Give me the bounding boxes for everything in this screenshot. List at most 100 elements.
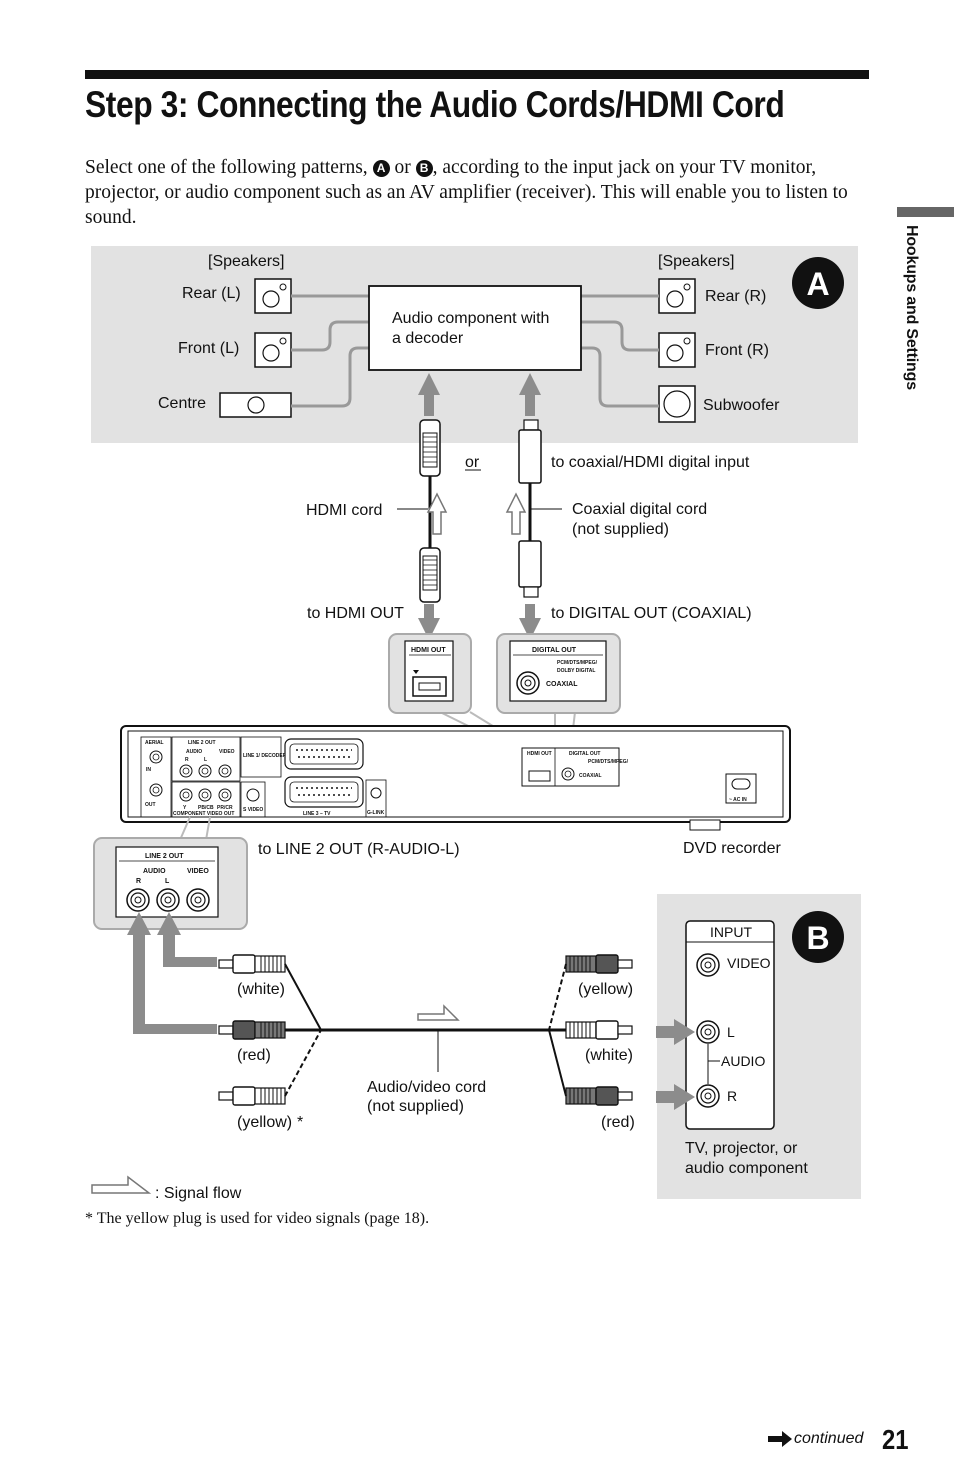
av-cord-wires: [284, 963, 567, 1097]
rear-right-label: Rear (R): [705, 288, 766, 305]
rear-left-speaker-icon: [254, 278, 292, 314]
svg-text:HDMI OUT: HDMI OUT: [527, 751, 552, 757]
svg-text:AERIAL: AERIAL: [145, 740, 164, 746]
tv-video-jack-icon: [696, 953, 720, 977]
tv-l-label: L: [727, 1024, 735, 1040]
coaxial-cord-line2: (not supplied): [572, 521, 669, 538]
page-title: Step 3: Connecting the Audio Cords/HDMI …: [85, 84, 785, 125]
intro-text-1: Select one of the following patterns,: [85, 157, 373, 178]
left-yellow-plug-icon: [218, 1086, 286, 1106]
yellow-asterisk: *: [297, 1114, 303, 1131]
svg-text:AUDIO: AUDIO: [186, 749, 202, 755]
coaxial-cord-icon: [518, 419, 542, 598]
pattern-a-marker: [792, 257, 844, 309]
pattern-b-letter: B: [806, 920, 829, 956]
coaxial-jack-icon: [516, 671, 540, 695]
to-hdmi-out-label: to HDMI OUT: [307, 605, 404, 622]
svg-text:G-LINK: G-LINK: [367, 810, 385, 816]
pattern-b-badge: B: [415, 160, 433, 177]
svg-text:LINE 2 OUT: LINE 2 OUT: [188, 740, 216, 746]
tv-video-label: VIDEO: [727, 955, 771, 971]
front-right-speaker-icon: [658, 332, 696, 368]
svg-text:PB/CB: PB/CB: [198, 805, 214, 811]
coaxial-flow-arrow: [505, 492, 527, 535]
intro-paragraph: Select one of the following patterns, A …: [85, 155, 875, 230]
signal-flow-legend-label: : Signal flow: [155, 1185, 242, 1202]
hdmi-cord-label: HDMI cord: [306, 502, 382, 519]
hdmi-out-jack-label: HDMI OUT: [411, 647, 446, 654]
continued-label: continued: [794, 1430, 864, 1447]
subwoofer-icon: [658, 385, 696, 423]
front-left-speaker-icon: [254, 332, 292, 368]
rear-right-speaker-icon: [658, 278, 696, 314]
tv-device-line2: audio component: [685, 1160, 808, 1177]
speakers-right-label: [Speakers]: [658, 253, 734, 270]
line2-callout-video: VIDEO: [187, 868, 209, 875]
tv-r-label: R: [727, 1088, 737, 1104]
left-white-label: (white): [237, 981, 285, 998]
left-red-plug-icon: [218, 1020, 286, 1040]
coaxial-jack-label: COAXIAL: [546, 681, 578, 688]
av-cord-line2: (not supplied): [367, 1098, 464, 1115]
right-red-plug-icon: [565, 1086, 633, 1106]
coaxial-cord-line1: Coaxial digital cord: [572, 501, 707, 518]
svg-text:COAXIAL: COAXIAL: [579, 773, 602, 779]
svg-text:~ AC IN: ~ AC IN: [729, 797, 747, 803]
line2-signal-arrows: [127, 912, 217, 1034]
signal-flow-legend-icon: [91, 1175, 152, 1194]
svg-text:VIDEO: VIDEO: [219, 749, 235, 755]
svg-text:OUT: OUT: [145, 802, 156, 808]
digital-out-jack-label: DIGITAL OUT: [532, 647, 577, 654]
speakers-left-label: [Speakers]: [208, 253, 284, 270]
to-digital-out-label: to DIGITAL OUT (COAXIAL): [551, 605, 752, 622]
right-yellow-label: (yellow): [578, 981, 633, 998]
line2-audio-l-jack-icon: [156, 888, 180, 912]
left-white-plug-icon: [218, 954, 286, 974]
signal-arrows-down: [418, 604, 541, 640]
digital-formats-line1: PCM/DTS/MPEG/: [557, 660, 598, 666]
pattern-a-letter: A: [806, 266, 829, 302]
hdmi-flow-arrow: [426, 492, 448, 535]
input-label: INPUT: [710, 924, 752, 940]
right-yellow-plug-icon: [565, 954, 633, 974]
svg-text:COMPONENT VIDEO OUT: COMPONENT VIDEO OUT: [173, 811, 234, 817]
left-yellow-label: (yellow): [237, 1114, 292, 1131]
svg-text:DIGITAL OUT: DIGITAL OUT: [569, 751, 600, 757]
line2-callout-r: R: [136, 878, 141, 885]
pattern-b-marker: [792, 911, 844, 963]
hdmi-port-icon: [412, 676, 447, 697]
svg-text:PR/CR: PR/CR: [217, 805, 233, 811]
front-left-label: Front (L): [178, 340, 239, 357]
left-red-label: (red): [237, 1047, 271, 1064]
pattern-a-badge: A: [372, 160, 390, 177]
centre-label: Centre: [158, 395, 206, 412]
line2-callout-l: L: [165, 878, 170, 885]
right-red-label: (red): [601, 1114, 635, 1131]
page-number: 21: [882, 1424, 909, 1455]
svg-text:LINE 1/ DECODER: LINE 1/ DECODER: [243, 753, 287, 759]
tv-audio-r-jack-icon: [696, 1084, 720, 1108]
svg-text:S VIDEO: S VIDEO: [243, 807, 263, 813]
intro-or: or: [389, 157, 416, 178]
svg-text:PCM/DTS/MPEG/: PCM/DTS/MPEG/: [588, 759, 629, 765]
subwoofer-label: Subwoofer: [703, 397, 780, 414]
line2-callout-audio: AUDIO: [143, 868, 166, 875]
rear-left-label: Rear (L): [182, 285, 241, 302]
svg-text:Y: Y: [183, 805, 187, 811]
front-right-label: Front (R): [705, 342, 769, 359]
yellow-plug-footnote: * The yellow plug is used for video sign…: [85, 1210, 430, 1227]
svg-text:LINE 3 – TV: LINE 3 – TV: [303, 811, 331, 817]
tv-signal-arrows: [656, 1019, 695, 1110]
continued-arrow-icon: [768, 1431, 792, 1447]
dvd-recorder-label: DVD recorder: [683, 840, 781, 857]
intro-text-2: , according to the input jack on your TV…: [85, 157, 848, 228]
svg-text:R: R: [185, 757, 189, 763]
digital-formats-line2: DOLBY DIGITAL: [557, 668, 595, 674]
tv-audio-label: AUDIO: [721, 1053, 765, 1069]
av-cord-line1: Audio/video cord: [367, 1079, 486, 1096]
audio-component-line1: Audio component with: [392, 310, 549, 327]
audio-component-box: [368, 285, 582, 371]
tv-device-line1: TV, projector, or: [685, 1140, 798, 1157]
right-white-label: (white): [585, 1047, 633, 1064]
